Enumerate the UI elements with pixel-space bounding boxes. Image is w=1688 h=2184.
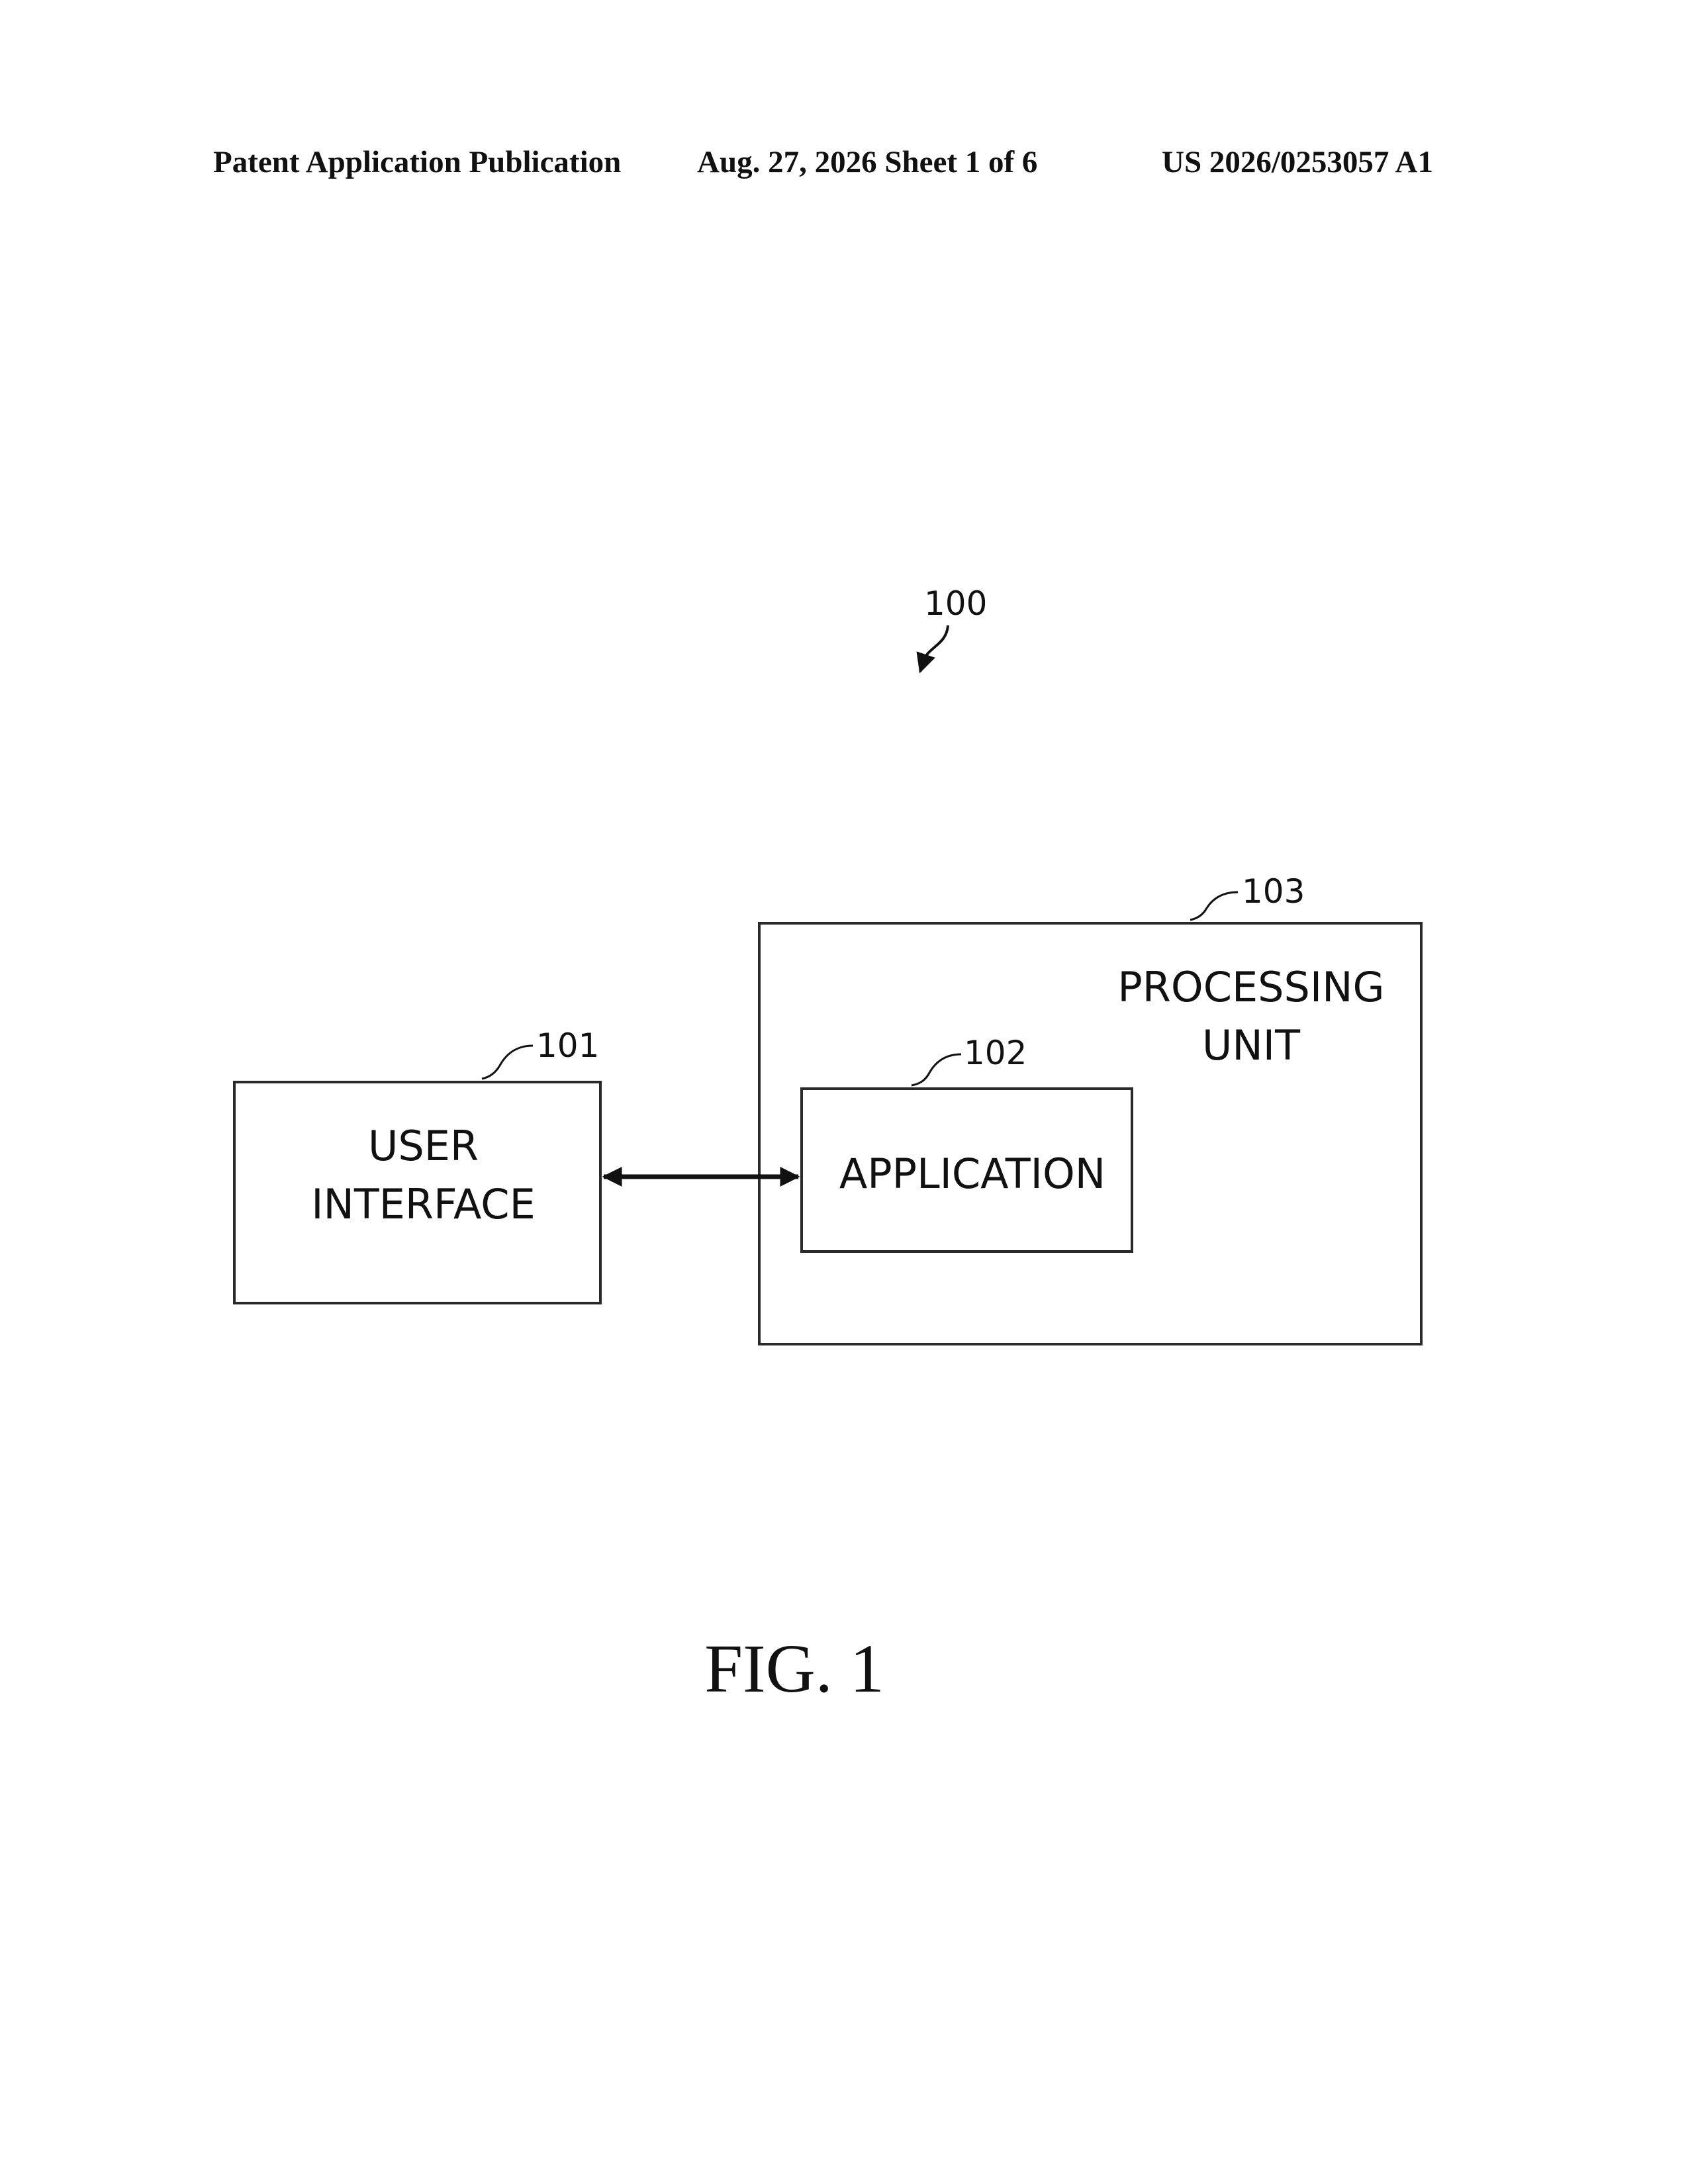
leader-line-103	[1190, 892, 1238, 920]
processing-unit-label-line2: UNIT	[1099, 1017, 1403, 1075]
processing-unit-reference-number: 103	[1242, 875, 1305, 908]
leader-line-101	[482, 1046, 533, 1079]
processing-unit-label: PROCESSING UNIT	[1099, 958, 1403, 1075]
figure-caption: FIG. 1	[0, 1635, 1589, 1704]
user-interface-label: USER INTERFACE	[233, 1117, 614, 1234]
user-interface-reference-number: 101	[536, 1029, 599, 1062]
user-interface-label-line2: INTERFACE	[233, 1175, 614, 1234]
publication-number: US 2026/0253057 A1	[1162, 147, 1433, 178]
user-interface-label-line1: USER	[233, 1117, 614, 1175]
system-pointer-arrow	[920, 625, 948, 672]
publication-date-sheet: Aug. 27, 2026 Sheet 1 of 6	[697, 147, 1037, 178]
application-label: APPLICATION	[800, 1145, 1145, 1203]
system-reference-number: 100	[924, 587, 987, 620]
processing-unit-label-line1: PROCESSING	[1099, 958, 1403, 1017]
publication-type: Patent Application Publication	[213, 147, 621, 178]
